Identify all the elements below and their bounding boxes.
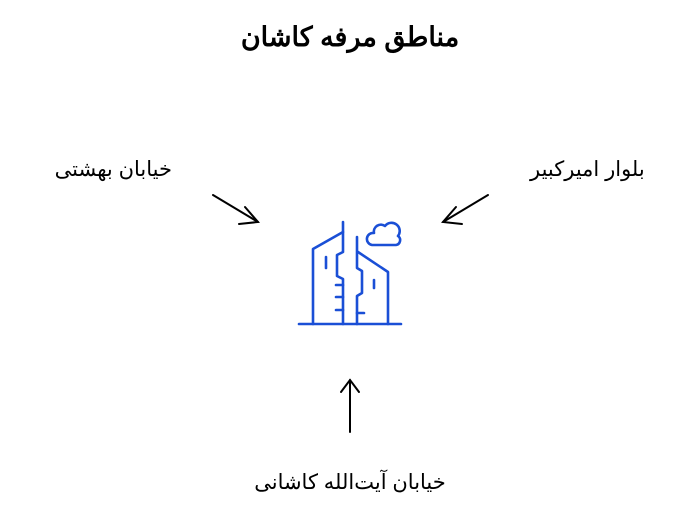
arrow-from-top-right [440,194,489,225]
arrow-from-top-left [212,194,261,225]
label-beheshti-street: خیابان بهشتی [54,158,172,181]
arrow-from-bottom [340,378,360,433]
label-amirkabir-boulevard: بلوار امیرکبیر [530,158,645,181]
diagram-title: مناطق مرفه کاشان [240,22,460,52]
city-buildings-icon [297,220,403,326]
label-kashani-street: خیابان آیت‌الله کاشانی [254,471,446,494]
